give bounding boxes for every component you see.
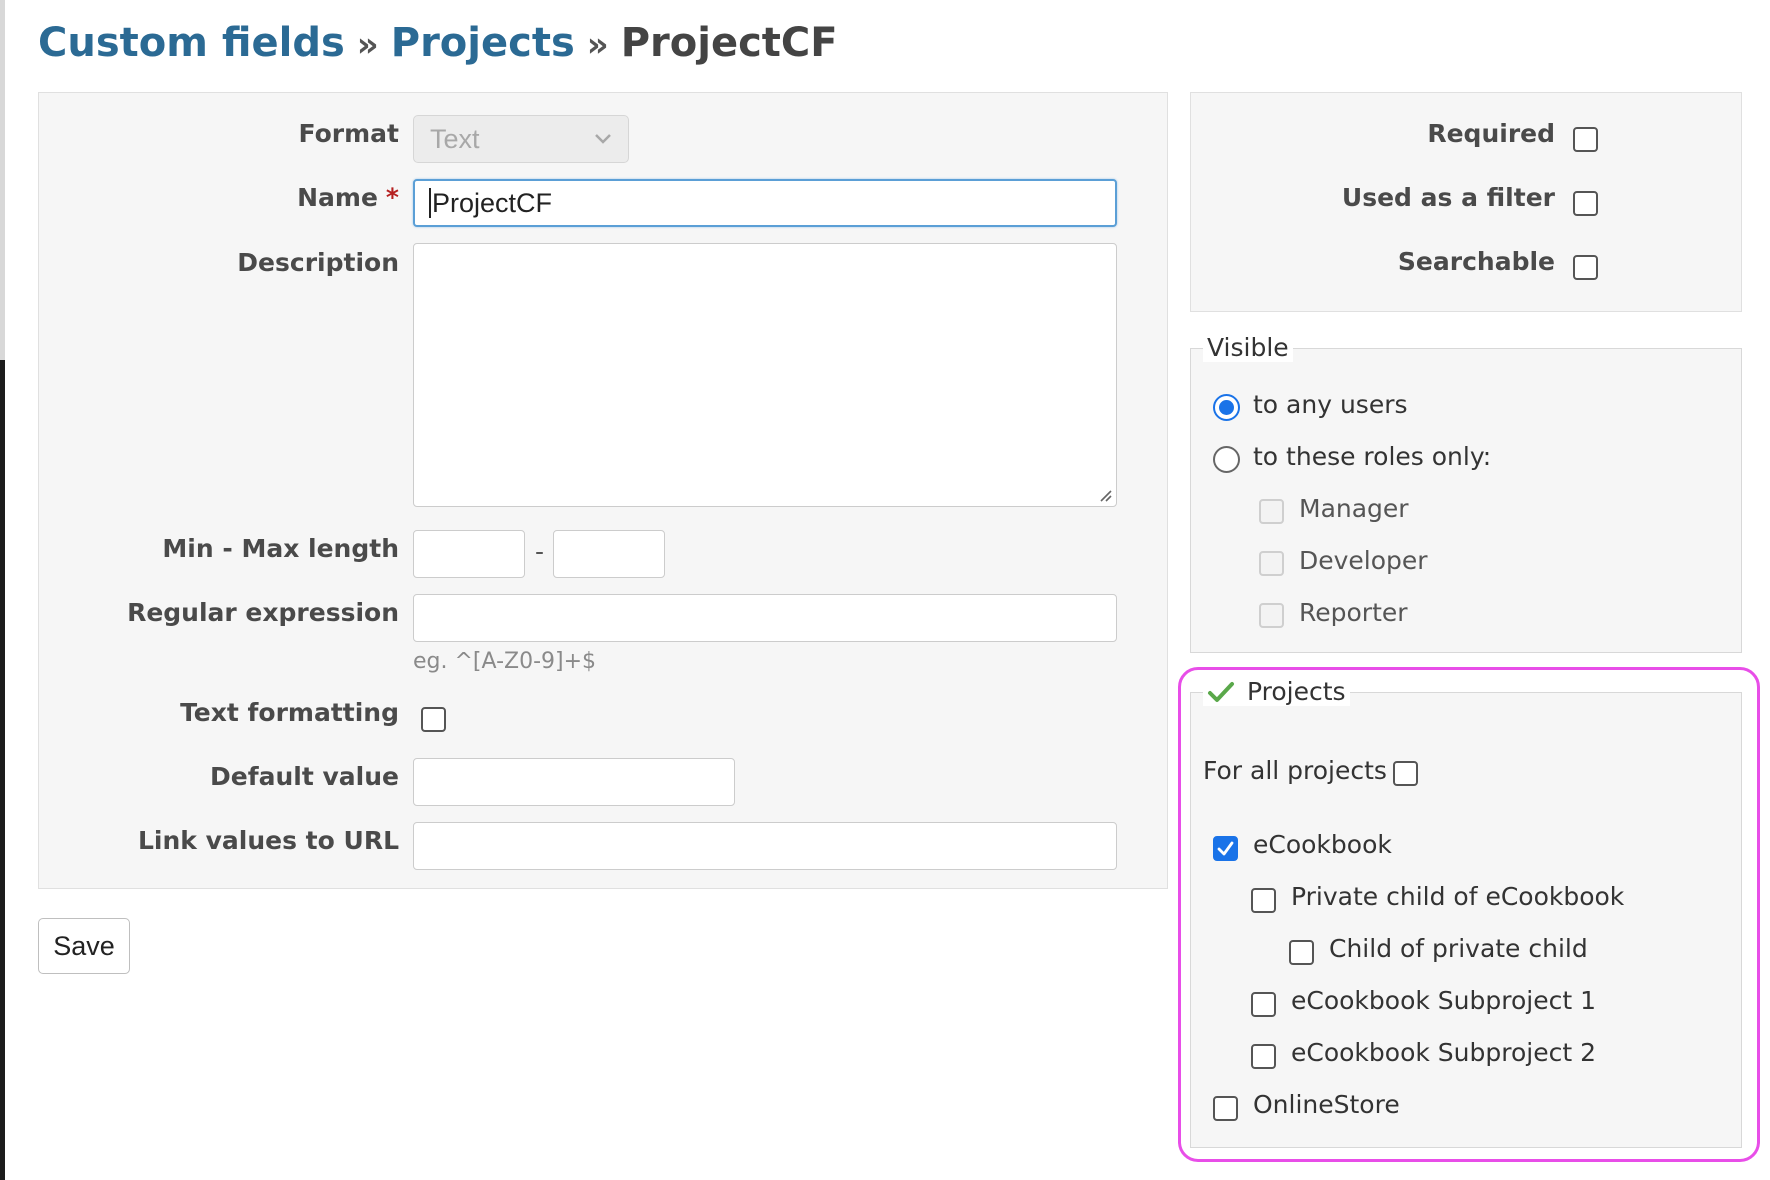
project-label-child-of-private-child: Child of private child [1329, 934, 1588, 963]
breadcrumb-separator: » [356, 25, 379, 65]
project-label-private-child: Private child of eCookbook [1291, 882, 1625, 911]
save-button[interactable]: Save [38, 918, 130, 974]
projects-highlight-frame [1178, 667, 1760, 1162]
name-label: Name* [297, 183, 399, 212]
project-checkbox-child-of-private-child[interactable] [1289, 940, 1314, 965]
check-mark-icon [1208, 681, 1234, 702]
min-length-input[interactable] [413, 530, 525, 578]
max-length-input[interactable] [553, 530, 665, 578]
description-label: Description [237, 248, 399, 277]
role-checkbox-reporter[interactable] [1259, 603, 1284, 628]
name-input[interactable]: ProjectCF [413, 179, 1117, 227]
window-edge-dark [0, 360, 5, 1180]
chevron-down-icon [595, 134, 611, 144]
role-checkbox-manager[interactable] [1259, 499, 1284, 524]
breadcrumb-custom-fields[interactable]: Custom fields [38, 20, 345, 66]
breadcrumb-projects[interactable]: Projects [390, 20, 575, 66]
filter-label: Used as a filter [1341, 183, 1555, 212]
project-checkbox-ecookbook[interactable] [1213, 836, 1238, 861]
required-label: Required [1427, 119, 1555, 148]
regexp-label: Regular expression [127, 598, 399, 627]
custom-field-form: Format Text Name* ProjectCF Description … [38, 92, 1168, 889]
role-checkbox-developer[interactable] [1259, 551, 1284, 576]
default-value-label: Default value [210, 762, 399, 791]
checkmark-icon [1217, 841, 1234, 856]
format-label: Format [298, 119, 399, 148]
projects-legend-label: Projects [1247, 677, 1346, 706]
searchable-checkbox[interactable] [1573, 255, 1598, 280]
url-pattern-label: Link values to URL [137, 826, 399, 855]
length-separator: - [535, 537, 545, 566]
regexp-input[interactable] [413, 594, 1117, 642]
breadcrumb-current: ProjectCF [620, 20, 838, 66]
visible-any-users-label: to any users [1253, 390, 1408, 419]
url-pattern-input[interactable] [413, 822, 1117, 870]
required-asterisk: * [385, 183, 399, 212]
project-label-subproject-1: eCookbook Subproject 1 [1291, 986, 1596, 1015]
name-input-value: ProjectCF [432, 187, 553, 218]
role-label-manager: Manager [1299, 494, 1409, 523]
text-caret [429, 188, 431, 218]
text-formatting-checkbox[interactable] [421, 707, 446, 732]
role-label-reporter: Reporter [1299, 598, 1408, 627]
visible-any-users-radio[interactable] [1213, 394, 1240, 421]
visible-roles-only-radio[interactable] [1213, 446, 1240, 473]
description-textarea[interactable] [413, 243, 1117, 507]
field-options-box: Required Used as a filter Searchable [1190, 92, 1742, 312]
format-select-value: Text [430, 123, 480, 154]
format-select: Text [413, 115, 629, 163]
projects-legend: Projects [1203, 677, 1350, 706]
page-title: Custom fields » Projects » ProjectCF [38, 20, 838, 66]
project-checkbox-onlinestore[interactable] [1213, 1096, 1238, 1121]
breadcrumb-separator: » [586, 25, 609, 65]
required-checkbox[interactable] [1573, 127, 1598, 152]
filter-checkbox[interactable] [1573, 191, 1598, 216]
default-value-input[interactable] [413, 758, 735, 806]
projects-fieldset: Projects For all projects eCookbook Priv… [1190, 677, 1742, 1148]
project-checkbox-subproject-1[interactable] [1251, 992, 1276, 1017]
visible-fieldset: Visible to any users to these roles only… [1190, 333, 1742, 653]
project-checkbox-private-child[interactable] [1251, 888, 1276, 913]
visible-legend: Visible [1203, 333, 1293, 362]
project-checkbox-subproject-2[interactable] [1251, 1044, 1276, 1069]
text-formatting-label: Text formatting [180, 698, 399, 727]
project-label-subproject-2: eCookbook Subproject 2 [1291, 1038, 1596, 1067]
regexp-hint: eg. ^[A-Z0-9]+$ [413, 649, 597, 674]
project-label-onlinestore: OnlineStore [1253, 1090, 1400, 1119]
window-edge [0, 0, 5, 1180]
role-label-developer: Developer [1299, 546, 1428, 575]
project-label-ecookbook: eCookbook [1253, 830, 1392, 859]
visible-roles-only-label: to these roles only: [1253, 442, 1492, 471]
for-all-projects-checkbox[interactable] [1393, 761, 1418, 786]
for-all-projects-label: For all projects [1203, 756, 1387, 785]
searchable-label: Searchable [1397, 247, 1555, 276]
length-label: Min - Max length [162, 534, 399, 563]
resize-grip-icon[interactable] [1096, 486, 1112, 502]
